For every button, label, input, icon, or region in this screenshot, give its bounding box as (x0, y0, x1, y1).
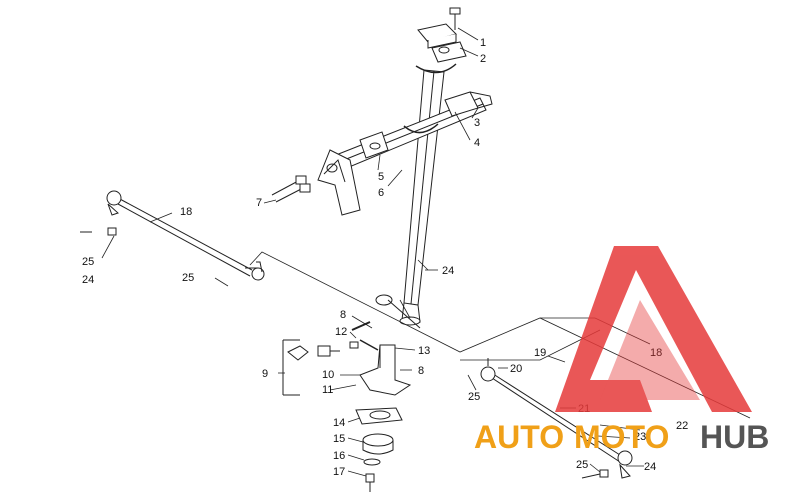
watermark-logo (555, 246, 752, 412)
callout-6: 6 (378, 187, 384, 199)
callout-17: 17 (333, 466, 345, 478)
upper-clamp (415, 7, 467, 74)
callout-7: 7 (256, 197, 262, 209)
callout-16: 16 (333, 450, 345, 462)
callout-25c: 25 (468, 391, 480, 403)
callout-18b: 18 (650, 347, 662, 359)
callout-10: 10 (322, 369, 334, 381)
callout-24b: 24 (442, 265, 454, 277)
callout-8b: 8 (418, 365, 424, 377)
watermark-auto: AUTO (474, 419, 564, 455)
lower-stack (355, 407, 403, 492)
callout-25b: 25 (182, 272, 194, 284)
callout-8a: 8 (340, 309, 346, 321)
watermark-hub: HUB (700, 419, 769, 455)
callout-20: 20 (510, 363, 522, 375)
tie-rod-left (80, 190, 265, 281)
lower-bracket (349, 294, 421, 396)
callout-3: 3 (474, 117, 480, 129)
callout-12: 12 (335, 326, 347, 338)
callout-13: 13 (418, 345, 430, 357)
mount-bracket (271, 149, 361, 216)
watermark-moto: MOTO (574, 419, 669, 455)
callout-25d: 25 (576, 459, 588, 471)
callout-25a: 25 (82, 256, 94, 268)
callout-19: 19 (534, 347, 546, 359)
steering-column-shaft (399, 69, 445, 326)
callout-9: 9 (262, 368, 268, 380)
watermark-text: AUTO MOTO HUB (474, 419, 769, 455)
reference-lines (249, 251, 751, 419)
callouts: 1 2 3 4 5 6 7 8 8 9 10 11 12 13 14 15 16… (82, 37, 688, 478)
callout-1: 1 (480, 37, 486, 49)
leader-lines (101, 27, 644, 477)
callout-2: 2 (480, 53, 486, 65)
callout-24a: 24 (82, 274, 94, 286)
callout-22: 22 (676, 420, 688, 432)
callout-14: 14 (333, 417, 345, 429)
tie-rod-right (480, 358, 633, 479)
callout-15: 15 (333, 433, 345, 445)
switch-assembly (282, 321, 371, 396)
support-bar (335, 91, 493, 171)
callout-5: 5 (378, 171, 384, 183)
callout-23: 23 (634, 431, 646, 443)
callout-18a: 18 (180, 206, 192, 218)
callout-11: 11 (322, 384, 333, 396)
callout-24c: 24 (644, 461, 656, 473)
callout-4: 4 (474, 137, 480, 149)
